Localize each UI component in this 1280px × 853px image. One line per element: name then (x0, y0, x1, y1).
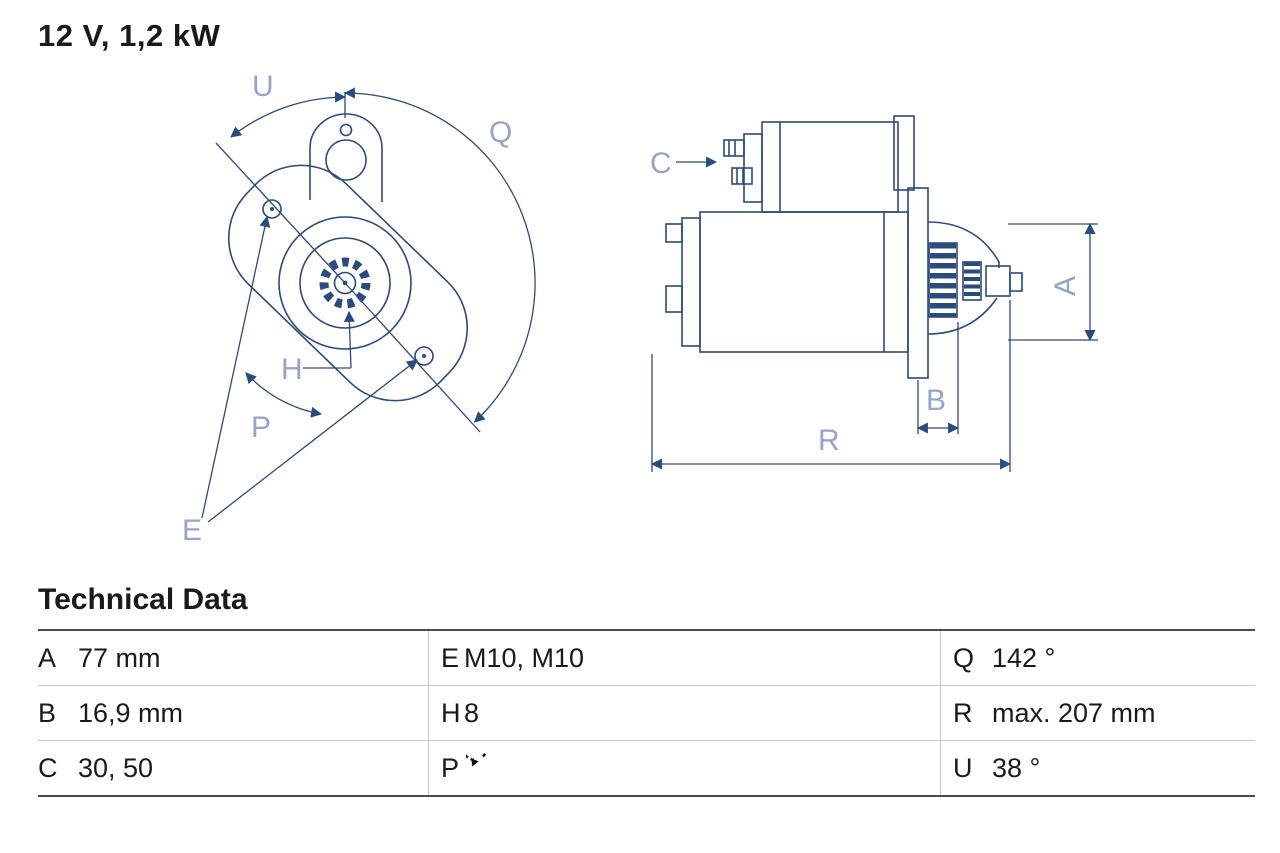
param-value-b: 16,9 mm (78, 697, 184, 728)
rotation-direction-icon (466, 751, 488, 767)
param-key-q: Q (940, 631, 984, 685)
param-value-a: 77 mm (78, 642, 161, 673)
dimension-label-q: Q (489, 116, 512, 149)
param-value-q: 142 ° (992, 642, 1056, 673)
technical-data-section: Technical Data A 77 mm E M10, M10 Q 142 … (38, 583, 1255, 797)
dimension-label-u: U (252, 70, 274, 103)
param-value-r: max. 207 mm (992, 697, 1156, 728)
table-row: A 77 mm E M10, M10 Q 142 ° (38, 631, 1255, 686)
param-key-u: U (940, 741, 984, 795)
dimension-label-b: B (926, 384, 946, 417)
dimension-label-r: R (818, 424, 840, 457)
dimension-label-a: A (1049, 276, 1082, 296)
param-key-b: B (38, 697, 57, 728)
param-key-p: P (428, 741, 464, 795)
param-key-h: H (428, 686, 464, 740)
front-view-drawing (227, 113, 469, 402)
dimension-label-h: H (281, 353, 303, 386)
param-value-e: M10, M10 (464, 642, 585, 673)
param-value-c: 30, 50 (78, 752, 154, 783)
technical-data-heading: Technical Data (38, 583, 248, 616)
front-view-dimensions (201, 87, 536, 523)
param-value-h: 8 (464, 697, 480, 728)
param-key-e: E (428, 631, 464, 685)
param-key-a: A (38, 642, 57, 673)
dimension-label-p: P (251, 411, 271, 444)
table-row: B 16,9 mm H 8 R max. 207 mm (38, 686, 1255, 741)
param-value-u: 38 ° (992, 752, 1041, 783)
table-row: C 30, 50 P U 38 ° (38, 741, 1255, 795)
technical-data-table: A 77 mm E M10, M10 Q 142 ° B 16,9 mm H 8… (38, 629, 1255, 797)
side-view-drawing (665, 115, 1023, 379)
dimension-label-c: C (650, 147, 672, 180)
starter-motor-technical-drawing: U Q H P E (182, 70, 1098, 547)
page-title: 12 V, 1,2 kW (38, 18, 221, 53)
param-key-r: R (940, 686, 984, 740)
param-key-c: C (38, 752, 58, 783)
side-view-dimensions (650, 156, 1098, 472)
dimension-label-e: E (182, 514, 202, 547)
param-value-p (464, 741, 940, 795)
